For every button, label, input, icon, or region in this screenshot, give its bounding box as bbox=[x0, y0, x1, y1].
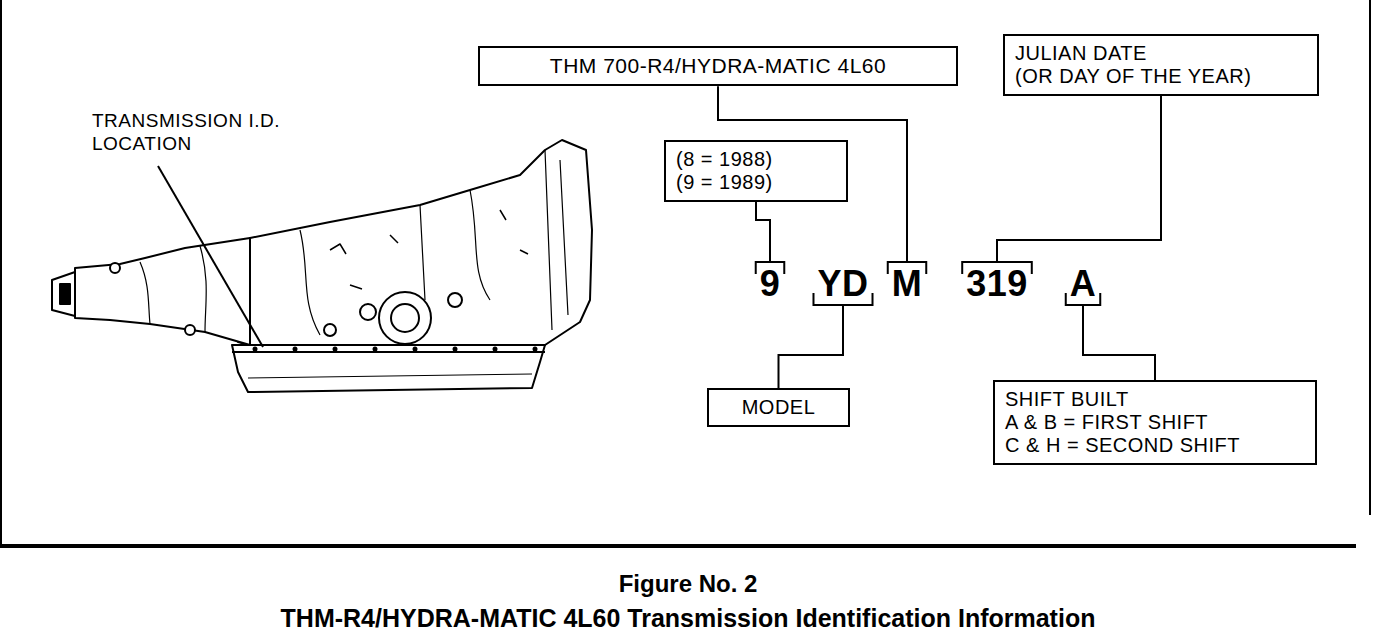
pan-bolt bbox=[293, 347, 298, 352]
julian-date-box: JULIAN DATE(OR DAY OF THE YEAR) bbox=[1003, 34, 1319, 96]
part-label: TRANSMISSION I.D. LOCATION bbox=[92, 110, 327, 156]
leader-line bbox=[997, 96, 1161, 262]
leader-line bbox=[1083, 305, 1155, 380]
box-text: (8 = 1988) bbox=[676, 148, 773, 171]
pan-bolt bbox=[253, 347, 258, 352]
shift-box: SHIFT BUILTA & B = FIRST SHIFTC & H = SE… bbox=[993, 380, 1317, 465]
fitting bbox=[324, 324, 336, 336]
bolt bbox=[110, 263, 120, 273]
code-character: A bbox=[1070, 266, 1097, 302]
pan-bolt bbox=[413, 347, 418, 352]
servo-cover bbox=[379, 292, 431, 344]
model-name-box: THM 700-R4/HYDRA-MATIC 4L60 bbox=[478, 46, 958, 86]
box-text: MODEL bbox=[742, 396, 816, 419]
box-text: JULIAN DATE bbox=[1015, 42, 1147, 65]
output-shaft bbox=[60, 284, 70, 304]
figure-caption: THM-R4/HYDRA-MATIC 4L60 Transmission Ide… bbox=[0, 604, 1376, 633]
page-frame bbox=[0, 0, 1370, 546]
year-code-box: (8 = 1988)(9 = 1989) bbox=[664, 140, 848, 202]
pan-bolt bbox=[373, 347, 378, 352]
code-character: M bbox=[892, 266, 923, 302]
pan-bolt bbox=[493, 347, 498, 352]
output-yoke bbox=[52, 272, 75, 316]
extension-housing bbox=[75, 238, 250, 345]
leader-line bbox=[779, 305, 844, 388]
model-box: MODEL bbox=[707, 388, 850, 427]
pan-bolt bbox=[533, 347, 538, 352]
pan-flange bbox=[232, 351, 545, 353]
transmission-drawing bbox=[52, 140, 592, 392]
frame-line bbox=[1369, 0, 1371, 515]
code-character: YD bbox=[817, 266, 868, 302]
leader-line bbox=[158, 166, 263, 347]
leader-line bbox=[756, 202, 770, 262]
box-text: (OR DAY OF THE YEAR) bbox=[1015, 65, 1251, 88]
servo-cover bbox=[391, 304, 419, 332]
pan-bolts bbox=[253, 347, 538, 352]
pan-edge bbox=[248, 374, 532, 378]
box-text: (9 = 1989) bbox=[676, 171, 773, 194]
fitting bbox=[448, 293, 462, 307]
box-text: SHIFT BUILT bbox=[1005, 388, 1129, 411]
housing-ribs bbox=[140, 246, 206, 332]
case-details bbox=[330, 210, 528, 289]
bolt bbox=[185, 325, 195, 335]
main-case bbox=[238, 140, 592, 345]
code-character: 9 bbox=[760, 266, 781, 302]
fitting bbox=[360, 304, 376, 320]
frame-line bbox=[0, 0, 2, 545]
figure-title: Figure No. 2 bbox=[0, 570, 1376, 598]
code-character: 319 bbox=[966, 266, 1028, 302]
case-ribs bbox=[300, 150, 568, 335]
oil-pan bbox=[232, 345, 545, 392]
box-text: C & H = SECOND SHIFT bbox=[1005, 434, 1240, 457]
box-text: THM 700-R4/HYDRA-MATIC 4L60 bbox=[550, 54, 886, 78]
box-text: A & B = FIRST SHIFT bbox=[1005, 411, 1208, 434]
frame-line bbox=[0, 544, 1356, 548]
pan-bolt bbox=[453, 347, 458, 352]
pan-bolt bbox=[333, 347, 338, 352]
